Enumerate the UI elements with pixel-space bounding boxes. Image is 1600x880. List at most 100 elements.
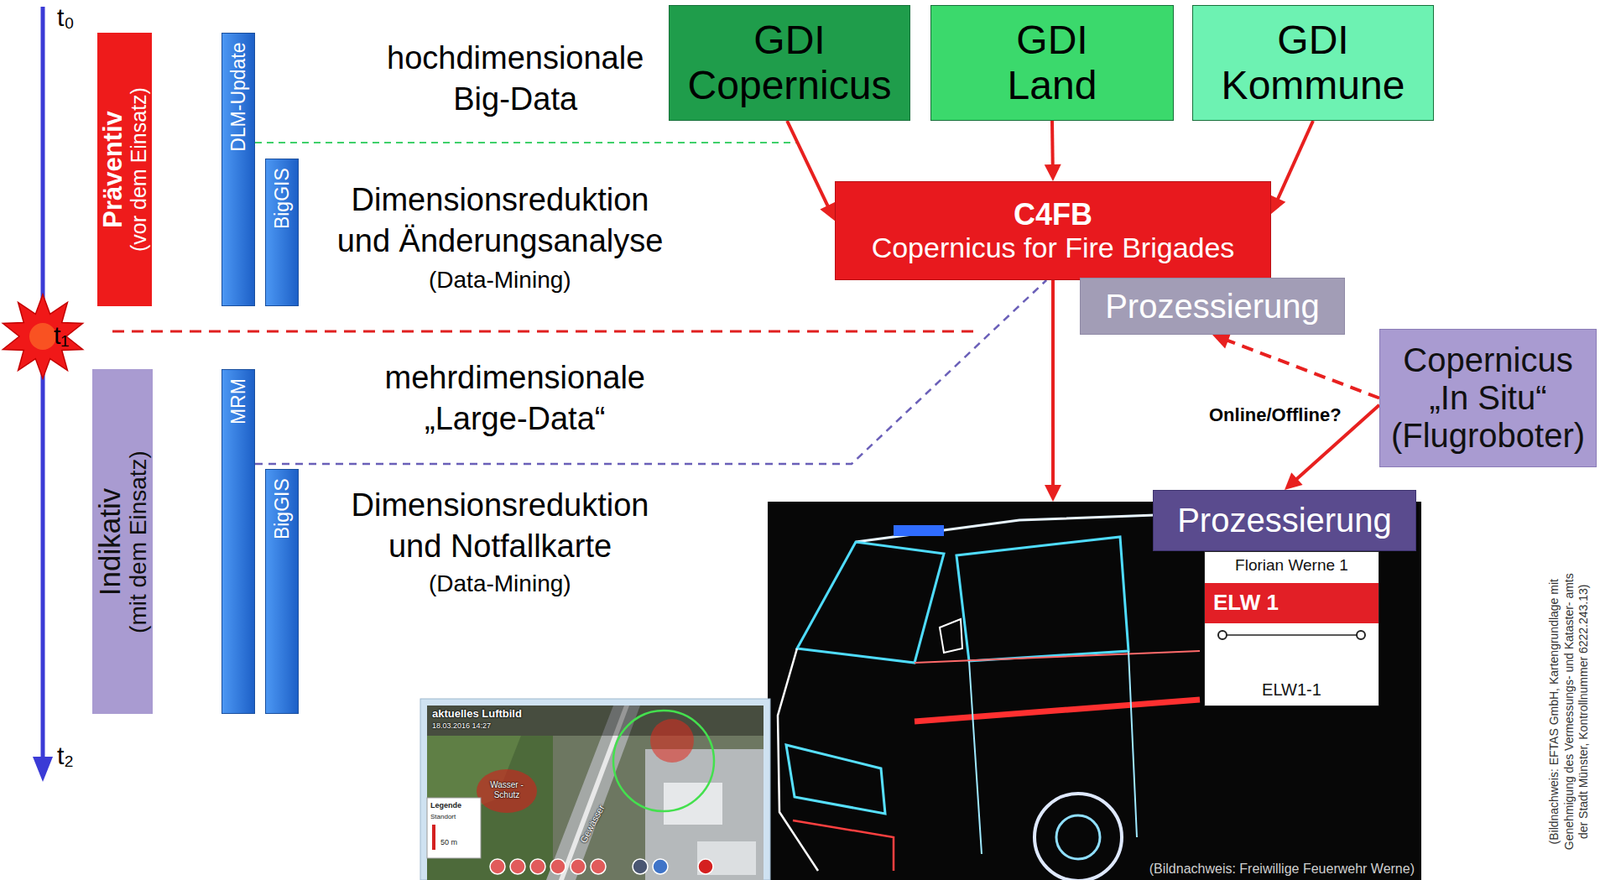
building	[663, 782, 723, 825]
screen-frame	[420, 698, 771, 880]
connector	[1270, 120, 1314, 214]
processing-box: Prozessierung	[1079, 277, 1345, 335]
event-guide	[112, 330, 975, 334]
data-source-box: GDI Copernicus	[668, 5, 911, 121]
processing-box: Prozessierung	[1152, 489, 1417, 552]
van-door	[969, 651, 1137, 855]
starburst-core	[29, 323, 57, 350]
node-text: (Flugroboter)	[1391, 416, 1585, 455]
van-roof	[855, 513, 1200, 543]
node-text: 18.03.2016 14:27	[432, 721, 491, 730]
connector-line	[1050, 120, 1055, 167]
connector-line	[786, 120, 829, 208]
data-source-box: GDI Kommune	[1192, 5, 1434, 121]
map-button	[570, 859, 586, 875]
node-text: (Bildnachweis: Freiwillige Feuerwehr Wer…	[1149, 861, 1415, 877]
node-text: 50 m	[440, 838, 458, 847]
aerial-ground	[427, 705, 764, 880]
node-text: BigGIS	[271, 478, 292, 540]
node-text: Gewässer	[578, 802, 607, 845]
rotated-text: BigGIS	[271, 167, 292, 230]
time-mark: t₂	[57, 741, 74, 772]
arrowhead	[1284, 472, 1303, 490]
arrowhead	[1044, 484, 1062, 502]
industrial-area	[645, 749, 764, 880]
node-text: (vor dem Einsatz)	[126, 39, 149, 300]
van-hub	[1056, 815, 1100, 860]
connector	[1044, 280, 1062, 502]
node-text: Indikativ	[94, 375, 126, 708]
timeline-arrowhead	[32, 756, 53, 782]
node-text: ELW1-1	[1203, 680, 1380, 700]
node-text: Standort	[430, 813, 456, 821]
node-text: MRM	[227, 378, 249, 425]
map-button	[632, 859, 648, 875]
map-button	[489, 859, 506, 875]
node-text: Copernicus „In Situ“	[1402, 341, 1573, 417]
van-wheel	[1034, 793, 1122, 880]
event-starburst	[2, 294, 83, 379]
van-stripe	[914, 699, 1200, 722]
rotated-text: BigGIS	[271, 478, 292, 540]
node-text: Wasser -Schutz	[481, 780, 532, 801]
sign-line	[1222, 634, 1361, 636]
node-text: C4FB	[1013, 198, 1093, 232]
node-text: Präventiv	[99, 39, 128, 300]
incident-area	[650, 719, 694, 763]
sensor-box: Copernicus „In Situ“(Flugroboter)	[1379, 328, 1597, 468]
node-text: DLM-Update	[228, 41, 250, 152]
node-text: ELW 1	[1213, 590, 1279, 615]
dashed-guide	[255, 141, 797, 144]
node-text: (mit dem Einsatz)	[125, 375, 151, 708]
arrowhead	[819, 202, 835, 221]
method-bar: MRM	[221, 369, 256, 715]
connector-line	[1051, 280, 1055, 487]
phase-description: mehrdimensionale „Large-Data“	[385, 357, 647, 439]
connector-line	[255, 280, 1047, 464]
connector-line	[1276, 120, 1314, 201]
connector-line	[1226, 339, 1380, 398]
map-button	[652, 859, 668, 875]
arrowhead	[1270, 195, 1286, 214]
link-note: Online/Offline?	[1209, 404, 1342, 426]
connector	[1044, 120, 1062, 182]
connector	[1212, 333, 1380, 399]
van-grille	[792, 820, 894, 871]
vehicle-sign: Florian Werne 1ELW1-1ELW 1	[1203, 551, 1380, 707]
node-text: GDI Kommune	[1221, 17, 1406, 109]
sign-band: ELW 1	[1204, 583, 1379, 624]
node-text: Copernicus for Fire Brigades	[871, 231, 1236, 264]
connector	[786, 120, 835, 221]
van-mirror	[939, 619, 963, 653]
method-bar: BigGIS	[265, 469, 299, 715]
van-body-line	[914, 651, 1200, 663]
phase-box: Präventiv(vor dem Einsatz)	[97, 32, 152, 307]
node-text: Legende	[430, 801, 462, 810]
map-button	[550, 859, 566, 875]
map-screenshot: aktuelles Luftbild18.03.2016 14:27Wasser…	[420, 698, 771, 880]
data-source-box: GDI Land	[930, 5, 1174, 121]
phase-box: Indikativ(mit dem Einsatz)	[92, 369, 153, 715]
rotated-text: DLM-Update	[228, 41, 250, 152]
building	[697, 841, 756, 876]
time-mark: t₁	[53, 321, 69, 351]
node-text: Prozessierung	[1177, 501, 1392, 540]
platform-box: C4FBCopernicus for Fire Brigades	[834, 181, 1272, 281]
arrowhead	[1212, 333, 1231, 350]
scale-bar	[432, 824, 436, 850]
node-text: Prozessierung	[1104, 287, 1320, 326]
rotated-text: MRM	[227, 378, 249, 425]
method-bar: DLM-Update	[221, 32, 256, 307]
info-button	[698, 859, 714, 875]
node-text: aktuelles Luftbild	[432, 707, 522, 720]
method-bar: BigGIS	[265, 158, 299, 307]
title-band	[427, 705, 764, 736]
sign-wheel	[1356, 630, 1366, 640]
map-button	[530, 859, 546, 875]
van-front	[777, 648, 819, 871]
map-legend-box	[427, 797, 481, 859]
photo-ground	[767, 501, 1422, 880]
method-note: (Data-Mining)	[428, 570, 572, 598]
van-window	[956, 536, 1129, 662]
